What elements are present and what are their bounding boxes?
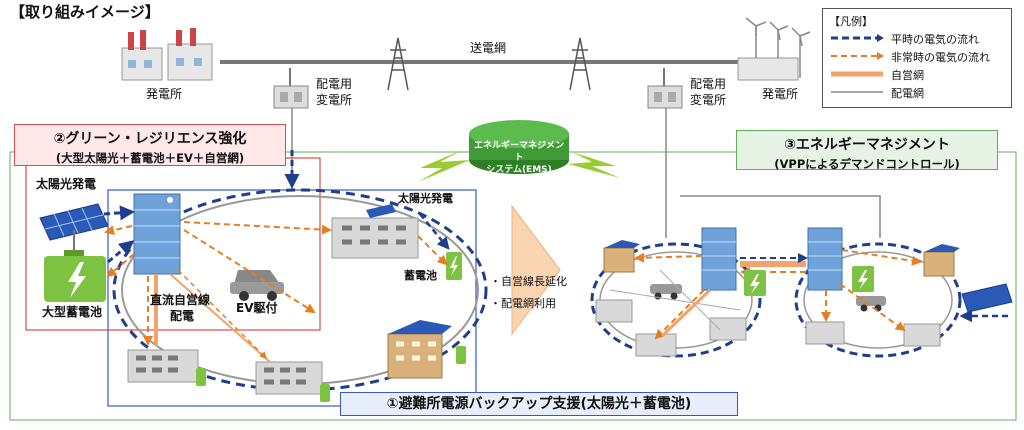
solar-panel-large-icon bbox=[39, 203, 109, 250]
emergency-flow-arrow bbox=[841, 249, 922, 266]
school-building-icon bbox=[331, 204, 419, 259]
section2-subtitle: (大型太陽光＋蓄電池＋EV＋自営網) bbox=[55, 151, 245, 165]
signal-bolt-icon bbox=[568, 152, 620, 178]
normal-flow-loop bbox=[794, 242, 962, 358]
section3-subtitle: (VPPによるデマンドコントロール) bbox=[774, 157, 960, 171]
legend-label: 平時の電気の流れ bbox=[891, 33, 979, 46]
distribution-line bbox=[659, 269, 721, 331]
emergency-flow-arrow bbox=[654, 289, 705, 340]
signal-bolt-icon bbox=[418, 150, 470, 182]
emergency-flow-arrow bbox=[417, 235, 448, 266]
distribution-line bbox=[609, 289, 741, 311]
emergency-flow-arrow bbox=[183, 221, 332, 235]
battery-small-icon bbox=[852, 266, 874, 292]
transmission-label: 送電網 bbox=[470, 41, 507, 55]
school-building-icon bbox=[595, 299, 633, 323]
power-plant-right-label: 発電所 bbox=[762, 87, 799, 101]
battery-small-icon bbox=[744, 270, 766, 296]
normal-flow-arrow bbox=[103, 205, 135, 221]
battery-large-label: 大型蓄電池 bbox=[42, 305, 103, 319]
power-plant-left-label: 発電所 bbox=[146, 87, 183, 101]
emergency-flow-arrow bbox=[839, 283, 906, 332]
ems-label-line1: エネルギーマネジメント bbox=[474, 141, 565, 163]
ems-label-line2: システム(EMS) bbox=[486, 165, 552, 175]
apartment-building-icon bbox=[387, 320, 466, 379]
section3-title: ③エネルギーマネジメント bbox=[784, 137, 950, 153]
building-large-icon bbox=[701, 227, 737, 291]
legend-label: 配電網 bbox=[891, 87, 924, 100]
transmission-tower-icon bbox=[569, 37, 591, 91]
legend-item-distribution: 配電網 bbox=[829, 85, 1009, 100]
middle-note-1: ・自営線長延化 bbox=[490, 275, 567, 288]
section2-title: ②グリーン・レジリエンス強化 bbox=[53, 131, 247, 147]
normal-flow-arrow bbox=[107, 240, 135, 264]
dc-line-label-1: 直流自営線 bbox=[150, 293, 211, 307]
dc-line-label-2: 配電 bbox=[170, 309, 195, 323]
apartment-building-icon bbox=[603, 240, 640, 273]
section2-header: ②グリーン・レジリエンス強化 (大型太陽光＋蓄電池＋EV＋自営網) bbox=[14, 124, 286, 166]
substation-right-icon bbox=[647, 68, 683, 109]
ev-car-icon bbox=[856, 296, 886, 312]
section3-header: ③エネルギーマネジメント (VPPによるデマンドコントロール) bbox=[736, 130, 998, 171]
battery-small-icon bbox=[446, 252, 462, 280]
power-plant-left-icon bbox=[121, 28, 213, 81]
middle-note-2: ・配電網利用 bbox=[490, 297, 556, 310]
school-building-icon bbox=[635, 333, 677, 357]
emergency-flow-arrow bbox=[104, 225, 133, 236]
solar-small-label: 太陽光発電 bbox=[398, 192, 453, 205]
distribution-line bbox=[680, 195, 881, 238]
substation-right-label-2: 変電所 bbox=[690, 93, 727, 107]
legend-item-own-grid: 自営網 bbox=[829, 67, 1009, 82]
ems-system-icon bbox=[469, 120, 569, 174]
legend: 【凡例】 平時の電気の流れ 非常時の電気の流れ 自営網 配電網 bbox=[822, 8, 1012, 108]
legend-item-emergency-flow: 非常時の電気の流れ bbox=[829, 49, 1009, 64]
emergency-flow-arrow bbox=[634, 252, 703, 263]
substation-right-label-1: 配電用 bbox=[690, 77, 727, 91]
building-large-icon bbox=[807, 227, 843, 291]
section1-header: ①避難所電源バックアップ支援(太陽光＋蓄電池) bbox=[340, 392, 738, 416]
expansion-arrow bbox=[511, 204, 561, 336]
page-title: 【取り組みイメージ】 bbox=[10, 3, 160, 21]
own-grid-loop bbox=[803, 251, 953, 349]
legend-label: 非常時の電気の流れ bbox=[891, 51, 990, 64]
normal-flow-arrow bbox=[419, 213, 450, 250]
substation-left-icon bbox=[273, 68, 309, 109]
legend-title: 【凡例】 bbox=[829, 15, 873, 28]
emergency-flow-arrow bbox=[183, 229, 316, 314]
ems-label: エネルギーマネジメント システム(EMS) bbox=[474, 140, 564, 176]
own-grid-line bbox=[660, 288, 712, 338]
battery-large-icon bbox=[44, 250, 106, 302]
transmission-tower-icon bbox=[387, 37, 409, 91]
ev-car-icon bbox=[230, 270, 284, 301]
wind-farm-icon bbox=[737, 17, 811, 81]
apartment-building-icon bbox=[923, 244, 960, 277]
building-large-icon bbox=[133, 193, 181, 275]
emergency-flow-arrow bbox=[106, 253, 135, 278]
school-building-icon bbox=[709, 317, 747, 341]
legend-label: 自営網 bbox=[891, 69, 924, 82]
solar-panel-icon bbox=[961, 283, 1013, 313]
school-building-icon bbox=[127, 349, 206, 386]
battery-small-label: 蓄電池 bbox=[404, 269, 437, 282]
school-building-icon bbox=[255, 361, 330, 402]
school-building-icon bbox=[903, 323, 941, 347]
solar-large-label: 太陽光発電 bbox=[36, 177, 97, 191]
ev-charge-label: EV駆付 bbox=[236, 301, 278, 315]
substation-left-label-2: 変電所 bbox=[316, 93, 353, 107]
substation-left-label-1: 配電用 bbox=[316, 77, 353, 91]
own-grid-line bbox=[169, 273, 271, 363]
legend-item-normal-flow: 平時の電気の流れ bbox=[829, 31, 1009, 46]
emergency-flow-arrow bbox=[177, 269, 268, 360]
school-building-icon bbox=[805, 321, 845, 345]
ev-car-icon bbox=[650, 284, 682, 300]
